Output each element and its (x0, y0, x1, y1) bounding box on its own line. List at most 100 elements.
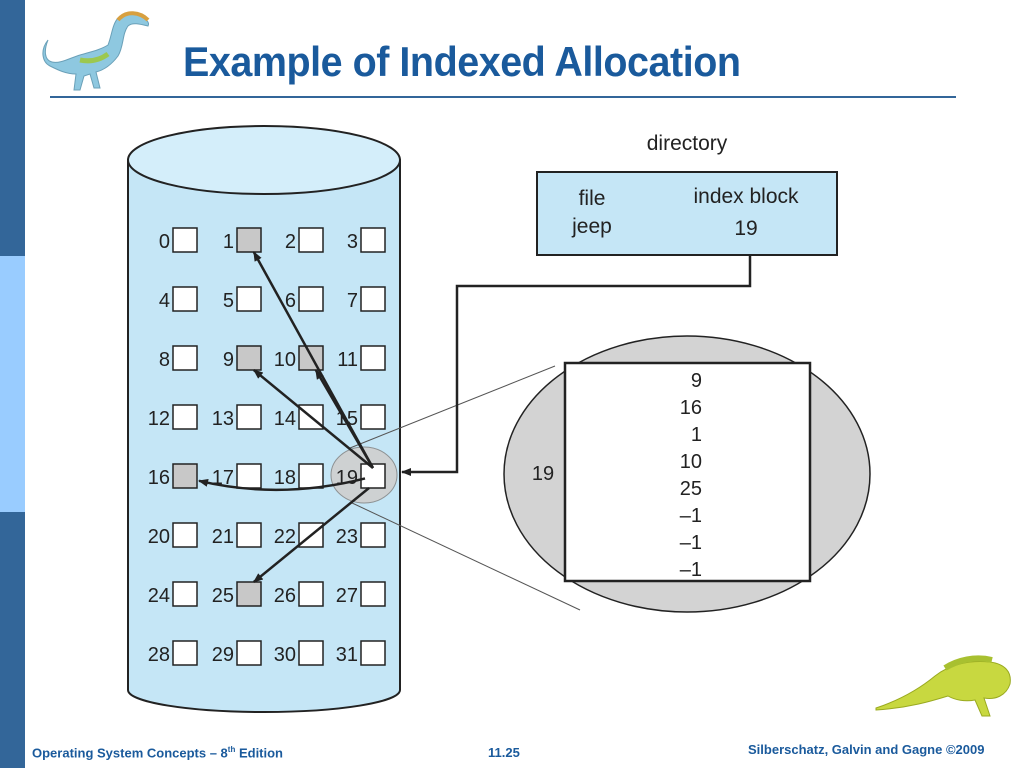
disk-block-number: 0 (159, 231, 170, 253)
free-block-square (172, 286, 198, 312)
free-block-square (172, 227, 198, 253)
side-bar-bottom (0, 512, 25, 768)
disk-block-number: 14 (274, 408, 296, 430)
disk-block-1: 1 (223, 227, 262, 253)
index-block-19: 19 (336, 463, 386, 489)
disk-block-16: 16 (148, 463, 198, 489)
disk-block-10: 10 (274, 345, 324, 371)
disk-block-number: 9 (223, 349, 234, 371)
index-entry: 1 (691, 424, 702, 446)
disk-block-11: 11 (337, 345, 386, 371)
magnifier-line-top (349, 365, 556, 449)
free-block-square (298, 640, 324, 666)
disk-block-0: 0 (159, 227, 198, 253)
index-block-contents (563, 361, 812, 583)
disk-block-5: 5 (223, 286, 262, 312)
free-block-square (360, 640, 386, 666)
free-block-square (172, 522, 198, 548)
disk-block-number: 1 (223, 231, 234, 253)
footer-page-number: 11.25 (488, 745, 520, 760)
index-entry: –1 (680, 532, 702, 554)
disk-block-29: 29 (212, 640, 262, 666)
directory-entry-index: 19 (734, 217, 757, 240)
disk-block-12: 12 (148, 404, 198, 430)
disk-block-number: 28 (148, 644, 170, 666)
disk-block-number: 20 (148, 526, 170, 548)
directory-header-file: file (579, 187, 606, 210)
magnified-block-label: 19 (532, 463, 554, 485)
index-entry: 10 (680, 451, 702, 473)
magnifier-line-bottom (349, 501, 581, 611)
footer-title-sup: th (227, 745, 236, 754)
pointer-arrow-to-block-10 (314, 369, 375, 469)
disk-block-4: 4 (159, 286, 198, 312)
disk-block-number: 24 (148, 585, 170, 607)
disk-block-number: 3 (347, 231, 358, 253)
free-block-square (360, 522, 386, 548)
free-block-square (236, 640, 262, 666)
pointer-arrow-to-block-25 (253, 487, 370, 583)
directory-pointer-arrow (401, 255, 752, 476)
disk-block-number: 26 (274, 585, 296, 607)
disk-block-number: 29 (212, 644, 234, 666)
free-block-square (360, 227, 386, 253)
disk-block-14: 14 (274, 404, 324, 430)
directory-entry-file: jeep (571, 215, 612, 238)
disk-block-7: 7 (347, 286, 386, 312)
disk-block-20: 20 (148, 522, 198, 548)
disk-block-28: 28 (148, 640, 198, 666)
dinosaur-logo-bottom-icon (875, 655, 1011, 717)
index-entry: 25 (680, 478, 702, 500)
free-block-square (172, 640, 198, 666)
pointer-arrow-to-block-16 (198, 477, 366, 492)
free-block-square (236, 404, 262, 430)
free-block-square (298, 463, 324, 489)
disk-block-13: 13 (212, 404, 262, 430)
footer-book-title: Operating System Concepts – 8th Edition (32, 745, 283, 760)
directory-label: directory (647, 132, 728, 155)
free-block-square (298, 227, 324, 253)
free-block-square (236, 463, 262, 489)
disk-block-21: 21 (212, 522, 262, 548)
pointer-arrows (198, 251, 375, 583)
disk-block-27: 27 (336, 581, 386, 607)
disk-block-number: 22 (274, 526, 296, 548)
allocated-block-square (236, 581, 262, 607)
directory-header-index-block: index block (693, 185, 799, 208)
free-block-square (360, 345, 386, 371)
disk-block-26: 26 (274, 581, 324, 607)
free-block-square (360, 404, 386, 430)
slide-title: Example of Indexed Allocation (183, 38, 741, 85)
free-block-square (298, 581, 324, 607)
disk-block-number: 16 (148, 467, 170, 489)
free-block-square (236, 286, 262, 312)
disk-block-31: 31 (336, 640, 386, 666)
disk-block-number: 6 (285, 290, 296, 312)
disk-block-number: 21 (212, 526, 234, 548)
disk-block-2: 2 (285, 227, 324, 253)
disk-block-9: 9 (223, 345, 262, 371)
disk-block-30: 30 (274, 640, 324, 666)
disk-block-25: 25 (212, 581, 262, 607)
disk-block-number: 11 (337, 349, 358, 371)
disk-block-number: 31 (336, 644, 358, 666)
directory-table (536, 171, 838, 256)
disk-block-number: 2 (285, 231, 296, 253)
index-entry: –1 (680, 505, 702, 527)
disk-block-number: 27 (336, 585, 358, 607)
free-block-square (172, 404, 198, 430)
pointer-arrow-to-block-9 (253, 369, 374, 469)
free-block-square (360, 581, 386, 607)
disk-block-number: 4 (159, 290, 170, 312)
disk-block-24: 24 (148, 581, 198, 607)
disk-block-number: 8 (159, 349, 170, 371)
footer-copyright: Silberschatz, Galvin and Gagne ©2009 (748, 742, 985, 757)
free-block-square (298, 286, 324, 312)
footer-title-text: Operating System Concepts – 8 (32, 745, 228, 761)
disk-block-number: 5 (223, 290, 234, 312)
dinosaur-logo-top-icon (42, 11, 150, 91)
disk-block-number: 23 (336, 526, 358, 548)
allocated-block-square (172, 463, 198, 489)
